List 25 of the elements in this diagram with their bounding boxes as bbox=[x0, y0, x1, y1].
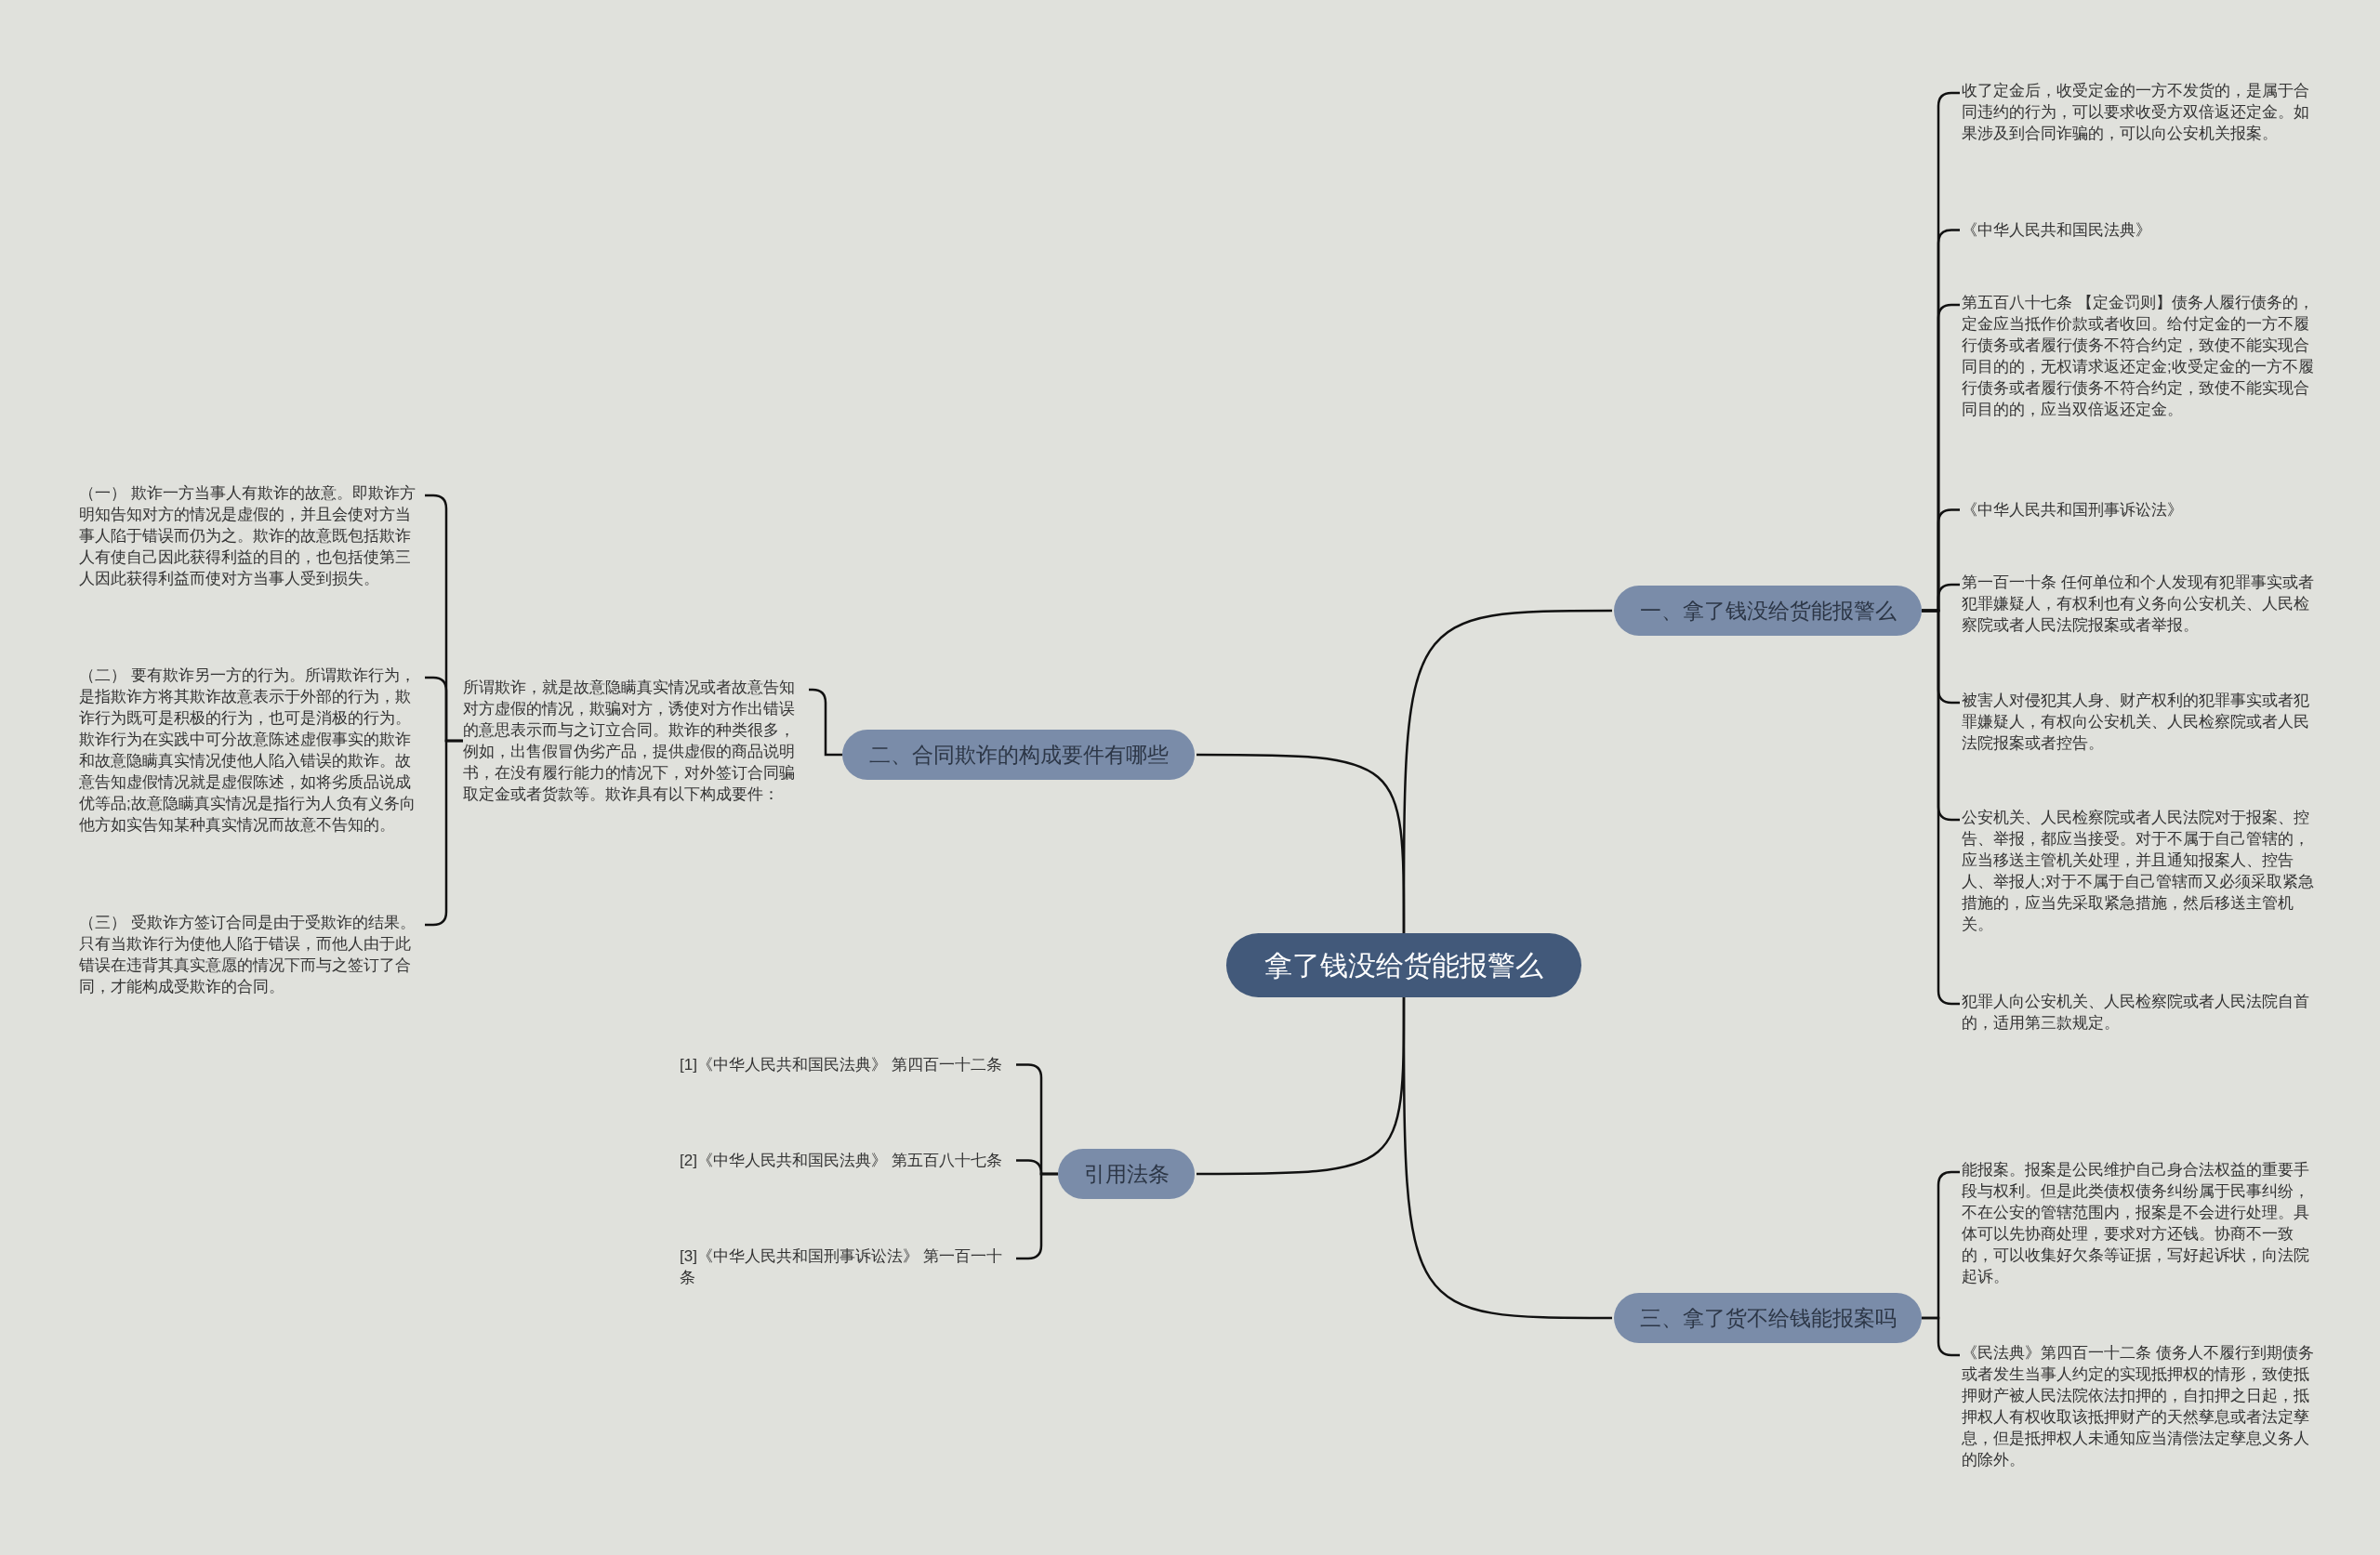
topic-node: 三、拿了货不给钱能报案吗 bbox=[1614, 1293, 1922, 1343]
connector-line bbox=[1402, 997, 1612, 1320]
note-text: 能报案。报案是公民维护自己身合法权益的重要手段与权利。但是此类债权债务纠纷属于民事纠纷，不在公安的管辖范围内，报案是不会进行处理。具体可以先协商处理，要求对方还钱。协商不一致的，可以收集好欠条等证据，写好起诉状，向法院起诉。 bbox=[1962, 1159, 2315, 1287]
note-text: 《民法典》第四百一十二条 债务人不履行到期债务或者发生当事人约定的实现抵押权的情形，致使抵押财产被人民法院依法扣押的，自扣押之日起，抵押权人有权收取该抵押财产的天然孳息或者法定孳息，但是抵押权人未通知应当清偿法定孳息义务人的除外。 bbox=[1962, 1342, 2315, 1470]
topic-node: 二、合同欺诈的构成要件有哪些 bbox=[842, 730, 1195, 780]
connector-line bbox=[1922, 1316, 1960, 1357]
note-text: （二） 要有欺诈另一方的行为。所谓欺诈行为，是指欺诈方将其欺诈故意表示于外部的行为，欺诈行为既可是积极的行为，也可是消极的行为。欺诈行为在实践中可分故意陈述虚假事实的欺诈和故意隐瞒真实情况使他人陷入错误的欺诈。故意告知虚假情况就是虚假陈述，如将劣质品说成优等品;故意隐瞒真实情况是指行为人负有义务向他方如实告知某种真实情况而故意不告知的。 bbox=[79, 665, 423, 836]
topic-node: 引用法条 bbox=[1058, 1149, 1195, 1199]
connector-line bbox=[1197, 753, 1406, 933]
note-text: [3]《中华人民共和国刑事诉讼法》 第一百一十条 bbox=[680, 1245, 1014, 1288]
note-text: 所谓欺诈，就是故意隐瞒真实情况或者故意告知对方虚假的情况，欺骗对方，诱使对方作出错误的意思表示而与之订立合同。欺诈的种类很多，例如，出售假冒伪劣产品，提供虚假的商品说明书，在没有履行能力的情况下，对外签订合同骗取定金或者货款等。欺诈具有以下构成要件： bbox=[463, 677, 807, 805]
note-text: [1]《中华人民共和国民法典》 第四百一十二条 bbox=[680, 1054, 1014, 1075]
note-text: [2]《中华人民共和国民法典》 第五百八十七条 bbox=[680, 1150, 1014, 1171]
note-text: 第一百一十条 任何单位和个人发现有犯罪事实或者犯罪嫌疑人，有权利也有义务向公安机关、人民检察院或者人民法院报案或者举报。 bbox=[1962, 572, 2315, 636]
note-text: 被害人对侵犯其人身、财产权利的犯罪事实或者犯罪嫌疑人，有权向公安机关、人民检察院或者人民法院报案或者控告。 bbox=[1962, 690, 2315, 754]
note-text: （三） 受欺诈方签订合同是由于受欺诈的结果。只有当欺诈行为使他人陷于错误，而他人由于此错误在违背其真实意愿的情况下而与之签订了合同，才能构成受欺诈的合同。 bbox=[79, 912, 423, 997]
note-text: 收了定金后，收受定金的一方不发货的，是属于合同违约的行为，可以要求收受方双倍返还定金。如果涉及到合同诈骗的，可以向公安机关报案。 bbox=[1962, 80, 2315, 144]
central-topic: 拿了钱没给货能报警么 bbox=[1226, 933, 1581, 997]
topic-node: 一、拿了钱没给货能报警么 bbox=[1614, 586, 1922, 636]
note-text: 公安机关、人民检察院或者人民法院对于报案、控告、举报，都应当接受。对于不属于自己管辖的，应当移送主管机关处理，并且通知报案人、控告人、举报人;对于不属于自己管辖而又必须采取紧急措施的，应当先采取紧急措施，然后移送主管机关。 bbox=[1962, 807, 2315, 935]
note-text: 《中华人民共和国刑事诉讼法》 bbox=[1962, 499, 2315, 521]
note-text: 第五百八十七条 【定金罚则】债务人履行债务的，定金应当抵作价款或者收回。给付定金的一方不履行债务或者履行债务不符合约定，致使不能实现合同目的的，无权请求返还定金;收受定金的一方不履行债务或者履行债务不符合约定，致使不能实现合同目的的，应当双倍返还定金。 bbox=[1962, 292, 2315, 420]
note-text: 犯罪人向公安机关、人民检察院或者人民法院自首的，适用第三款规定。 bbox=[1962, 991, 2315, 1034]
note-text: 《中华人民共和国民法典》 bbox=[1962, 219, 2315, 241]
note-text: （一） 欺诈一方当事人有欺诈的故意。即欺诈方明知告知对方的情况是虚假的，并且会使对方当事人陷于错误而仍为之。欺诈的故意既包括欺诈人有使自己因此获得利益的目的，也包括使第三人因此获得利益而使对方当事人受到损失。 bbox=[79, 482, 423, 589]
